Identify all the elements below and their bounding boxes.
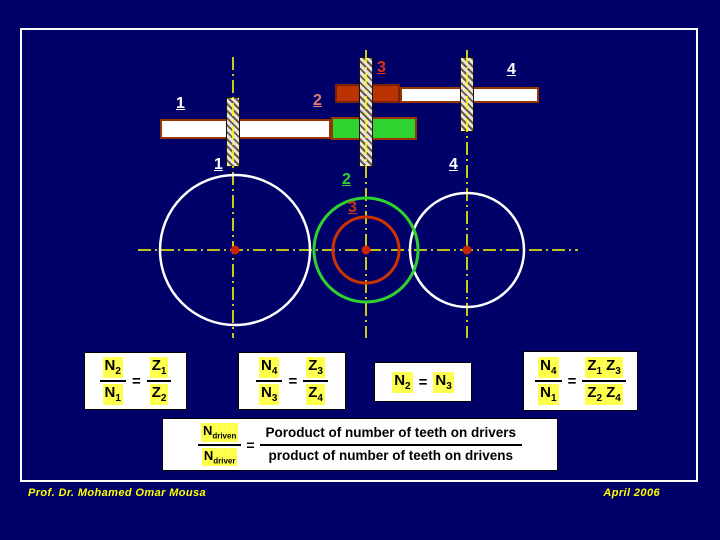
formula-definition: Ndriven Ndriver = Poroduct of number of … (162, 418, 558, 471)
fraction-left: N2 N1 (99, 356, 126, 406)
gear-2-label-circle: 2 (342, 171, 351, 188)
fraction-right: Z3 Z4 (303, 356, 328, 406)
term-Z1: Z1 (585, 357, 605, 378)
shaft-3 (460, 57, 474, 132)
term-N-driver: Ndriver (201, 447, 238, 466)
term-N3: N3 (259, 384, 280, 405)
term-N4: N4 (538, 357, 559, 378)
fraction-left: N4 N3 (256, 356, 283, 406)
term-Z4: Z4 (306, 384, 325, 405)
equals-sign: = (288, 372, 298, 390)
term-N4: N4 (259, 357, 280, 378)
equals-sign: = (246, 436, 255, 453)
term-N1: N1 (102, 384, 123, 405)
gear-1-label-top: 1 (176, 95, 185, 112)
fraction-left: Ndriven Ndriver (197, 422, 242, 466)
footer-author: Prof. Dr. Mohamed Omar Mousa (28, 487, 207, 499)
term-Z2: Z2 (149, 384, 169, 405)
term-N2: N2 (102, 357, 123, 378)
footer-date: April 2006 (603, 487, 660, 499)
fraction-left: N4 N1 (535, 356, 562, 406)
formula-n2-equals-n3: N2 = N3 (374, 362, 472, 402)
term-N1: N1 (538, 384, 559, 405)
fraction-right: Z1 Z2 (146, 356, 172, 406)
definition-numerator-text: Poroduct of number of teeth on drivers (265, 424, 517, 440)
equals-sign: = (418, 373, 428, 391)
formula-ratio-gears-1-2: N2 N1 = Z1 Z2 (84, 352, 187, 410)
slide-border (20, 28, 698, 482)
gear-4-label-circle: 4 (449, 156, 458, 173)
formula-ratio-gears-3-4: N4 N3 = Z3 Z4 (238, 352, 346, 410)
term-Z4: Z4 (604, 384, 623, 405)
gear-3-label-circle: 3 (348, 199, 357, 216)
gear-2-label-top: 2 (313, 92, 322, 109)
term-Z1: Z1 (149, 357, 169, 378)
gear-1-body (160, 119, 331, 139)
term-Z3: Z3 (306, 357, 325, 378)
term-N-driven: Ndriven (200, 423, 239, 442)
term-N3: N3 (433, 371, 454, 393)
equals-sign: = (567, 372, 577, 390)
gear-2-body (331, 117, 417, 140)
term-Z2: Z2 (585, 384, 605, 405)
shaft-2 (359, 57, 373, 167)
term-N2: N2 (392, 371, 413, 393)
term-Z3: Z3 (604, 357, 623, 378)
fraction-right: Poroduct of number of teeth on drivers p… (259, 424, 523, 466)
shaft-1 (226, 97, 240, 167)
gear-3-label-top: 3 (377, 59, 386, 76)
gear-1-label-circle: 1 (214, 156, 223, 173)
gear-4-label-top: 4 (507, 61, 516, 78)
definition-denominator-text: product of number of teeth on drivens (268, 447, 514, 463)
equals-sign: = (131, 372, 141, 390)
